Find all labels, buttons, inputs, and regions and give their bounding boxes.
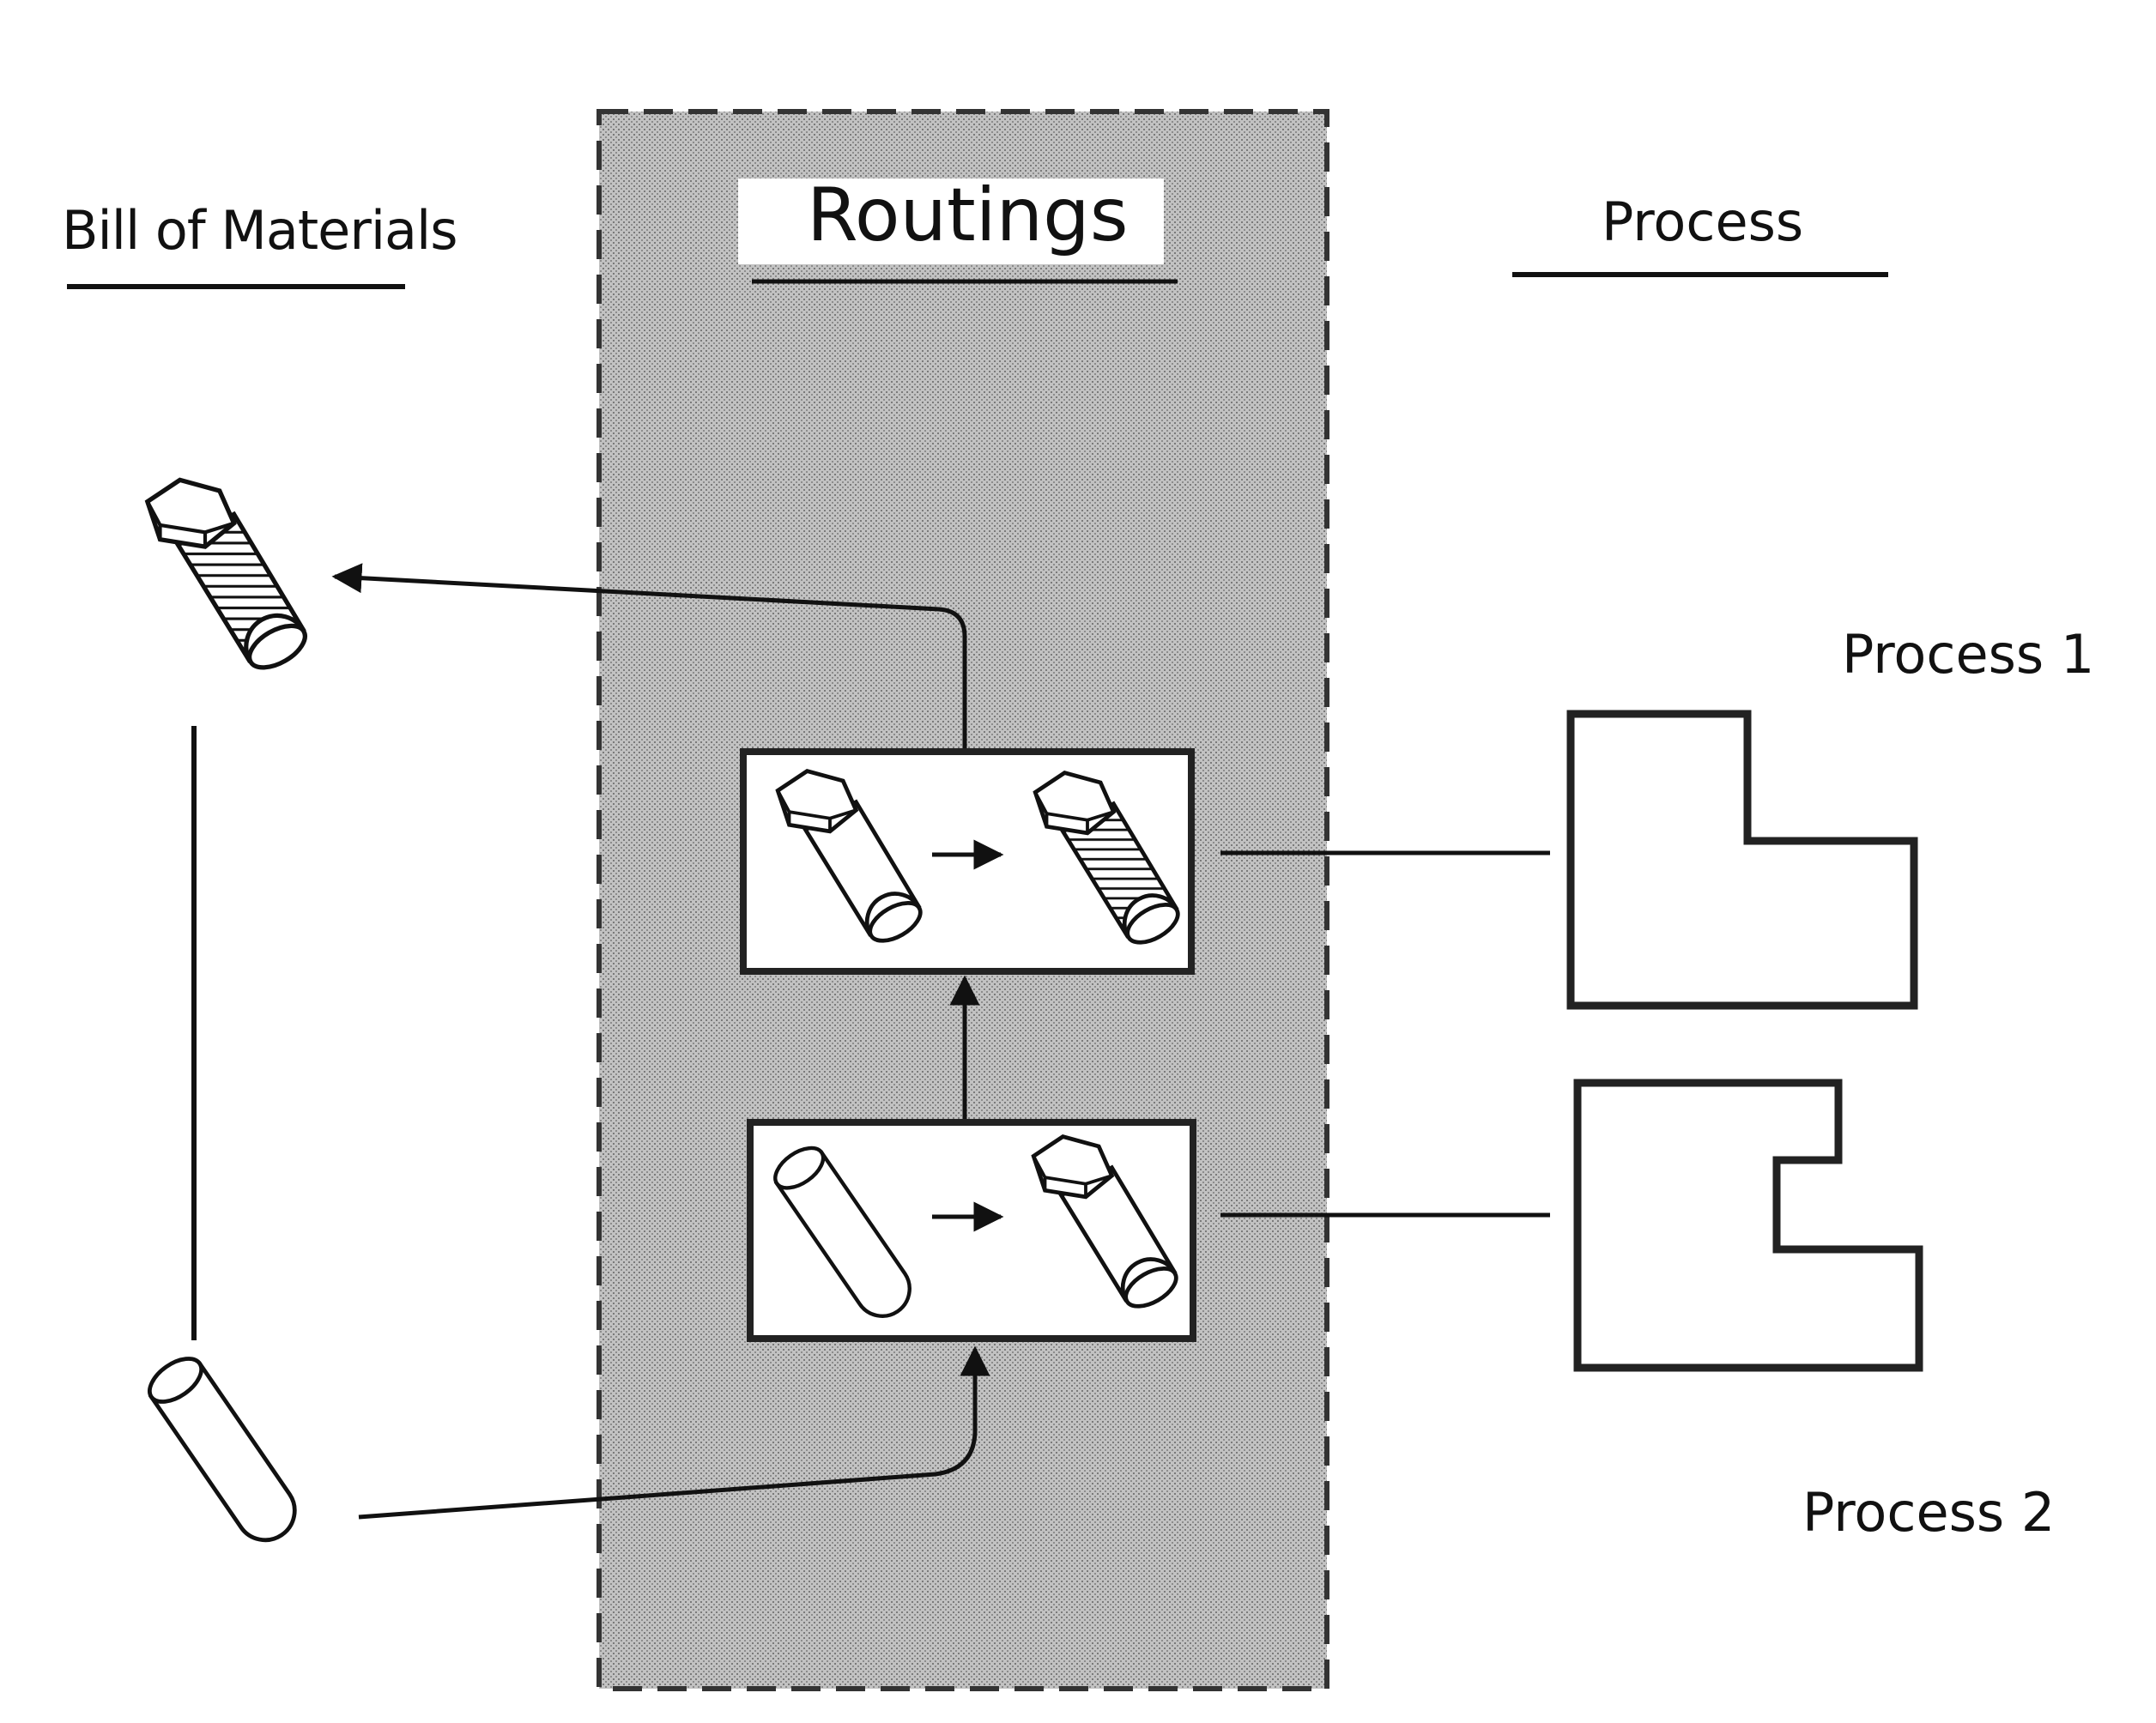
process-heading: Process bbox=[1602, 190, 1804, 253]
bom-cylinder-blank-icon bbox=[142, 1350, 295, 1539]
connector-step1-to-bom-bolt bbox=[331, 563, 967, 752]
process-2-label: Process 2 bbox=[1802, 1481, 2056, 1544]
process-1-l-shape-icon bbox=[1566, 710, 1918, 1010]
bom-heading: Bill of Materials bbox=[62, 199, 458, 262]
process-2-notched-shape-icon bbox=[1573, 1079, 1923, 1372]
process-1-label: Process 1 bbox=[1842, 623, 2095, 686]
routing-heading-background bbox=[738, 178, 1164, 264]
routing-heading: Routings bbox=[807, 172, 1129, 258]
connector-bom-cylinder-to-step2 bbox=[358, 1345, 990, 1520]
bom-threaded-bolt-icon bbox=[148, 480, 312, 675]
